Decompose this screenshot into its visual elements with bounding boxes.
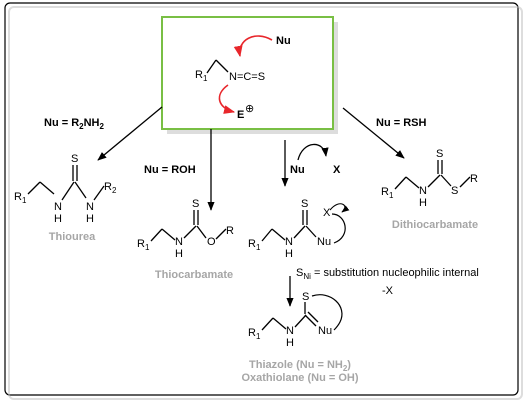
bond xyxy=(215,59,229,73)
dithiocarbamate-r: R xyxy=(470,173,478,185)
thiocarbamate-r1: R1 xyxy=(137,238,150,252)
bond xyxy=(261,317,274,331)
thiourea-h2: H xyxy=(86,213,94,225)
product-thiazole: Thiazole (Nu = NH2) xyxy=(249,359,351,373)
cyclic-s: S xyxy=(302,291,309,303)
condition-amine: Nu = R2NH2 xyxy=(44,117,105,131)
bond xyxy=(196,225,207,239)
internal-leaving-label: X xyxy=(333,164,341,176)
bond xyxy=(294,314,307,328)
dithiocarbamate-s2: S xyxy=(451,185,458,197)
product-thiocarbamate: Thiocarbamate xyxy=(155,269,233,281)
thiourea-s: S xyxy=(71,153,78,165)
bond xyxy=(440,174,452,187)
bond xyxy=(272,317,287,330)
ring-loop xyxy=(311,294,343,331)
tether-loop xyxy=(331,213,346,244)
thiocarbamate-r: R xyxy=(226,225,234,237)
thiourea-r2: R2 xyxy=(104,181,117,195)
product-oxathiolane: Oxathiolane (Nu = OH) xyxy=(241,372,358,384)
arrow-thiol xyxy=(342,107,405,159)
minus-x-label: -X xyxy=(382,285,394,297)
intermediate-h: H xyxy=(285,248,293,260)
curly-arrow-electrophile xyxy=(218,84,236,114)
thiocarbamate-o: O xyxy=(207,236,216,248)
dithiocarbamate-h: H xyxy=(419,197,427,209)
curly-arrow-attack xyxy=(233,35,273,58)
frame-shadow xyxy=(8,6,523,400)
isothiocyanate-group: N=C=S xyxy=(229,71,265,83)
bond xyxy=(271,228,286,241)
bond xyxy=(74,181,87,199)
curly-arrow-internal xyxy=(297,143,329,161)
bond xyxy=(183,225,197,239)
intermediate-nu: Nu xyxy=(317,236,331,248)
thiocarbamate-h: H xyxy=(175,248,183,260)
thiourea-h1: H xyxy=(54,213,62,225)
bond xyxy=(293,225,306,239)
bond xyxy=(427,174,441,188)
intermediate-n: N xyxy=(285,236,293,248)
cyclic-product-structure: R1 N H S Nu xyxy=(248,291,343,349)
thiourea-n2: N xyxy=(86,201,94,213)
cyclic-h: H xyxy=(286,337,294,349)
thiourea-n1: N xyxy=(54,201,62,213)
dithiocarbamate-structure: R1 N H S S R xyxy=(381,148,478,209)
nucleophile-label: Nu xyxy=(276,35,291,47)
cyclic-nu: Nu xyxy=(318,325,332,337)
thiocarbamate-n: N xyxy=(175,236,183,248)
cyclic-r1: R1 xyxy=(248,327,261,341)
intermediate-s: S xyxy=(301,198,308,210)
r1-label: R1 xyxy=(195,69,208,83)
bond xyxy=(215,228,227,240)
bond xyxy=(27,181,41,195)
bond xyxy=(206,59,217,74)
bond xyxy=(93,185,105,201)
intermediate-r1: R1 xyxy=(248,238,261,252)
bond xyxy=(150,228,163,242)
condition-thiol: Nu = RSH xyxy=(376,117,426,129)
thiocarbamate-s: S xyxy=(192,198,199,210)
thiourea-structure: R1 N H S N H R2 xyxy=(14,153,117,225)
outer-frame xyxy=(4,2,519,396)
sni-definition: SNi = substitution nucleophilic internal xyxy=(296,267,479,281)
positive-charge: ⊕ xyxy=(245,103,254,115)
bond xyxy=(304,314,317,327)
thiourea-r1: R1 xyxy=(14,191,27,205)
product-thiourea: Thiourea xyxy=(49,231,96,243)
bond xyxy=(305,225,317,238)
intermediate-x: X xyxy=(323,207,331,219)
bond xyxy=(261,228,273,242)
internal-nu-label: Nu xyxy=(290,164,305,176)
dithiocarbamate-s1: S xyxy=(436,148,443,160)
product-dithiocarbamate: Dithiocarbamate xyxy=(392,219,478,231)
cyclic-n: N xyxy=(286,325,294,337)
intermediate-structure: R1 N H S Nu X xyxy=(248,198,350,260)
bond xyxy=(307,311,319,323)
isothiocyanate-structure: R1 N=C=S Nu E ⊕ xyxy=(195,35,291,121)
dithiocarbamate-n: N xyxy=(419,185,427,197)
electrophile-label: E xyxy=(237,109,244,121)
center-box xyxy=(161,16,334,130)
thiocarbamate-structure: R1 N H S O R xyxy=(137,198,234,260)
condition-alcohol: Nu = ROH xyxy=(144,164,196,176)
bond xyxy=(39,181,55,195)
curly-arrow-sni xyxy=(329,203,350,213)
bond xyxy=(394,176,407,190)
bond xyxy=(161,228,176,241)
arrow-amine xyxy=(97,106,163,161)
dithiocarbamate-r1: R1 xyxy=(381,186,394,200)
bond xyxy=(405,176,420,189)
bond xyxy=(459,176,471,188)
bond xyxy=(61,181,75,201)
